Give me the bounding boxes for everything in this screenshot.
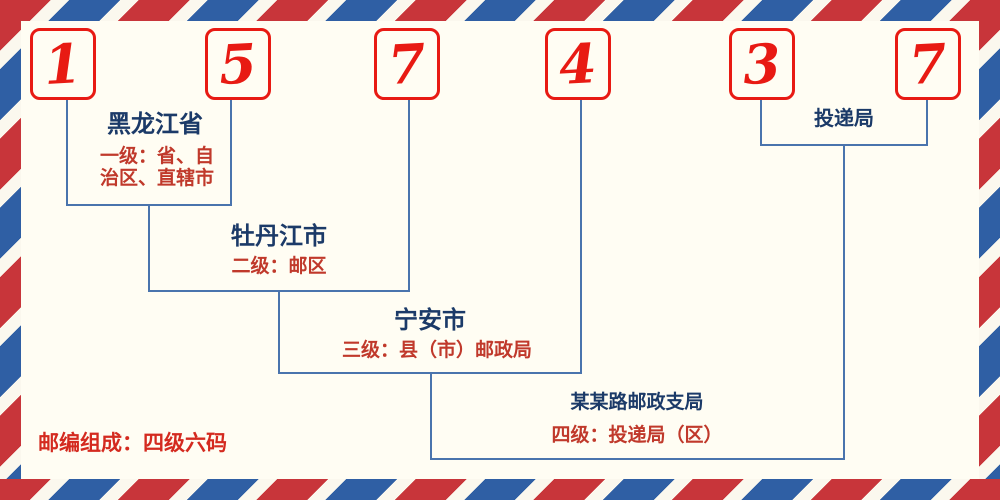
digit-6: 7 <box>907 31 949 97</box>
composition-note: 邮编组成：四级六码 <box>38 432 227 455</box>
digit-5: 3 <box>741 31 783 97</box>
digit-box-4: 4 <box>545 28 611 100</box>
digit-box-2: 5 <box>205 28 271 100</box>
level1-region-name: 黑龙江省 <box>107 111 203 138</box>
digit-2: 5 <box>217 31 259 97</box>
delivery-office-label: 投递局 <box>814 108 874 130</box>
level2-region-name: 牡丹江市 <box>231 223 327 250</box>
level1-desc: 一级：省、自 治区、直辖市 <box>100 146 214 190</box>
digit-4: 4 <box>557 31 599 97</box>
level4-desc: 四级：投递局（区） <box>551 425 723 446</box>
level3-region-name: 宁安市 <box>394 307 466 334</box>
line-digit1-drop <box>66 100 68 206</box>
level1-desc-line2: 治区、直辖市 <box>99 168 215 189</box>
airmail-border-top <box>0 0 1000 21</box>
line-level2-left <box>148 204 150 292</box>
line-level4-left <box>430 372 432 460</box>
digit-box-6: 7 <box>895 28 961 100</box>
digit-1: 1 <box>42 31 84 97</box>
level2-desc: 二级：邮区 <box>231 256 327 277</box>
line-level3-left <box>278 290 280 374</box>
line-digit3-drop <box>408 100 410 292</box>
digit-box-5: 3 <box>729 28 795 100</box>
line-digit6-drop <box>926 100 928 146</box>
digit-box-3: 7 <box>374 28 440 100</box>
line-digit2-drop <box>230 100 232 206</box>
digit-3: 7 <box>386 31 428 97</box>
airmail-border-right <box>979 0 1000 500</box>
level4-region-name: 某某路邮政支局 <box>570 392 704 413</box>
line-level4-bottom <box>430 458 845 460</box>
level1-desc-line1: 一级：省、自 <box>99 146 215 167</box>
airmail-border-bottom <box>0 479 1000 500</box>
digit-box-1: 1 <box>30 28 96 100</box>
line-level4-right <box>843 144 845 460</box>
line-digit4-drop <box>580 100 582 374</box>
line-digit5-drop <box>760 100 762 146</box>
level3-desc: 三级：县（市）邮政局 <box>341 340 533 361</box>
airmail-border-left <box>0 0 21 500</box>
